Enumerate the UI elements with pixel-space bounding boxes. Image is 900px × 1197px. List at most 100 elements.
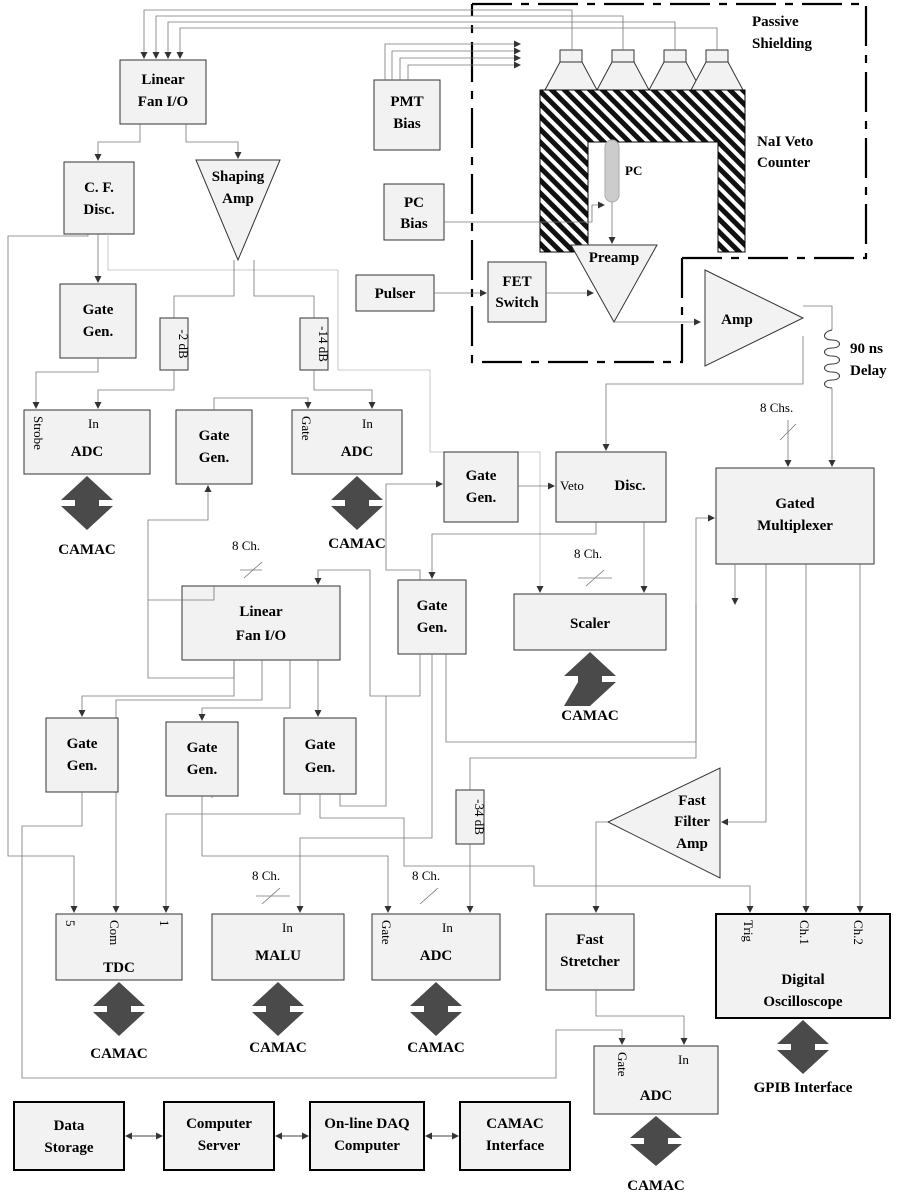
camac-arrow-adc1 [61,476,113,530]
computer-server-label-2: Server [198,1138,241,1154]
preamp-triangle [570,244,658,324]
atten2-to-adc1 [94,370,175,409]
linear-fan-top-box [119,59,207,125]
delay-label-2: Delay [850,363,887,379]
scaler-box [513,593,667,651]
cf-disc-label-2: Disc. [83,202,114,218]
camac-adc4-label: CAMAC [627,1178,685,1194]
pmt-2 [596,49,650,91]
camac-adc3-label: CAMAC [407,1040,465,1056]
adc-2-in: In [362,416,373,431]
preamp-label: Preamp [589,250,640,266]
pmt-bias-box [373,79,441,151]
computer-server-label: Computer [186,1116,252,1132]
gated-multiplexer-label: Gated [775,496,815,512]
osc-trig: Trig [741,920,756,942]
adc-4-box [593,1045,719,1115]
tdc-port-5: 5 [63,920,78,927]
scaler-label: Scaler [570,616,610,632]
gate-gen-5-box [45,717,119,793]
fet-switch-label: FET [502,274,531,290]
fast-stretcher-label: Fast [576,932,604,948]
fast-filter-label: Fast [678,793,706,809]
osc-ch1: Ch.1 [797,920,812,945]
adc3-ch8: 8 Ch. [412,868,440,883]
gate-gen-6-label: Gate [187,740,218,756]
tdc-port-com: Com [107,920,122,945]
atten-14db-label: -14 dB [316,326,331,362]
gate-gen-4-box [397,579,467,655]
shaping-amp-label: Shaping [212,169,265,185]
adc-2-label: ADC [341,444,374,460]
malu-box [211,913,345,981]
atten-34db [455,789,485,845]
online-daq-label-2: Computer [334,1138,400,1154]
gated-multiplexer-label-2: Multiplexer [757,518,833,534]
gate-gen-1-label: Gate [83,302,114,318]
amp-label: Amp [721,312,753,328]
linear-fan-top-label-2: Fan I/O [138,94,188,110]
atten14-to-adc2 [313,370,376,409]
gpib-label: GPIB Interface [754,1080,853,1096]
data-storage-label: Data [54,1118,85,1134]
gate-gen-2-label: Gate [199,428,230,444]
oscilloscope-box [715,913,891,1019]
camac-arrow-malu [252,982,304,1036]
camac-interface-label-2: Interface [486,1138,545,1154]
data-storage-box [13,1101,125,1171]
gate6-to-adc3-gate [201,796,392,913]
tdc-port-1: 1 [157,920,172,927]
fast-filter-amp-triangle [606,767,721,879]
fast-filter-to-stretcher [592,821,608,913]
passive-shielding-boundary [470,2,868,364]
computer-server-box [163,1101,275,1171]
gate-gen-4-label-2: Gen. [417,620,448,636]
adc3-ch8-slash [419,887,439,905]
pmt-bias-label: PMT [390,94,423,110]
ch-8-label-scaler: 8 Ch. [574,546,602,561]
chs-8-slash [779,423,797,441]
fan-mid-to-tdc-com [112,660,263,913]
linear-fan-top-label: Linear [141,72,185,88]
data-storage-label-2: Storage [44,1140,93,1156]
fast-filter-label-3: Amp [676,836,708,852]
fast-filter-label-2: Filter [674,814,710,830]
gate5-to-adc4-gate [21,792,626,1079]
gate2-to-adc2 [213,397,312,410]
pmt-array [544,49,744,91]
passive-shielding-label: Passive [752,14,799,30]
camac-arrow-tdc [93,982,145,1036]
adc-4-in: In [678,1052,689,1067]
adc-3-box [371,913,501,981]
gate-gen-2-label-2: Gen. [199,450,230,466]
disc-to-gate4 [428,522,597,579]
camac-arrow-adc2 [331,476,383,530]
disc-veto: Veto [560,478,584,493]
delay-label: 90 ns [850,341,883,357]
amp-triangle [704,269,805,367]
gate-gen-3-box [443,451,519,523]
gate7-to-scope-trig [162,794,301,913]
shaping-amp-label-2: Amp [222,191,254,207]
pc-bias-label-2: Bias [400,216,428,232]
malu-label: MALU [255,948,301,964]
pulser-box [355,274,435,312]
camac-scaler-label: CAMAC [561,708,619,724]
camac-arrow-adc3 [410,982,462,1036]
pmt-4 [690,49,744,91]
pmt-3 [648,49,702,91]
adc-4-gate: Gate [615,1052,630,1077]
tdc-ch8: 8 Ch. [252,868,280,883]
atten-2db-label: -2 dB [176,329,191,359]
pmt-signal-lines [140,9,718,59]
fan-to-cf [94,124,141,161]
adc-2-gate: Gate [299,416,314,441]
gate-gen-7-box [283,717,357,795]
atten-14db [299,317,329,371]
fet-switch-box [487,261,547,323]
delay-line-coil [803,305,840,467]
adc-2-box [291,409,403,475]
pc-detector [604,139,620,203]
nai-veto-counter [539,89,746,253]
